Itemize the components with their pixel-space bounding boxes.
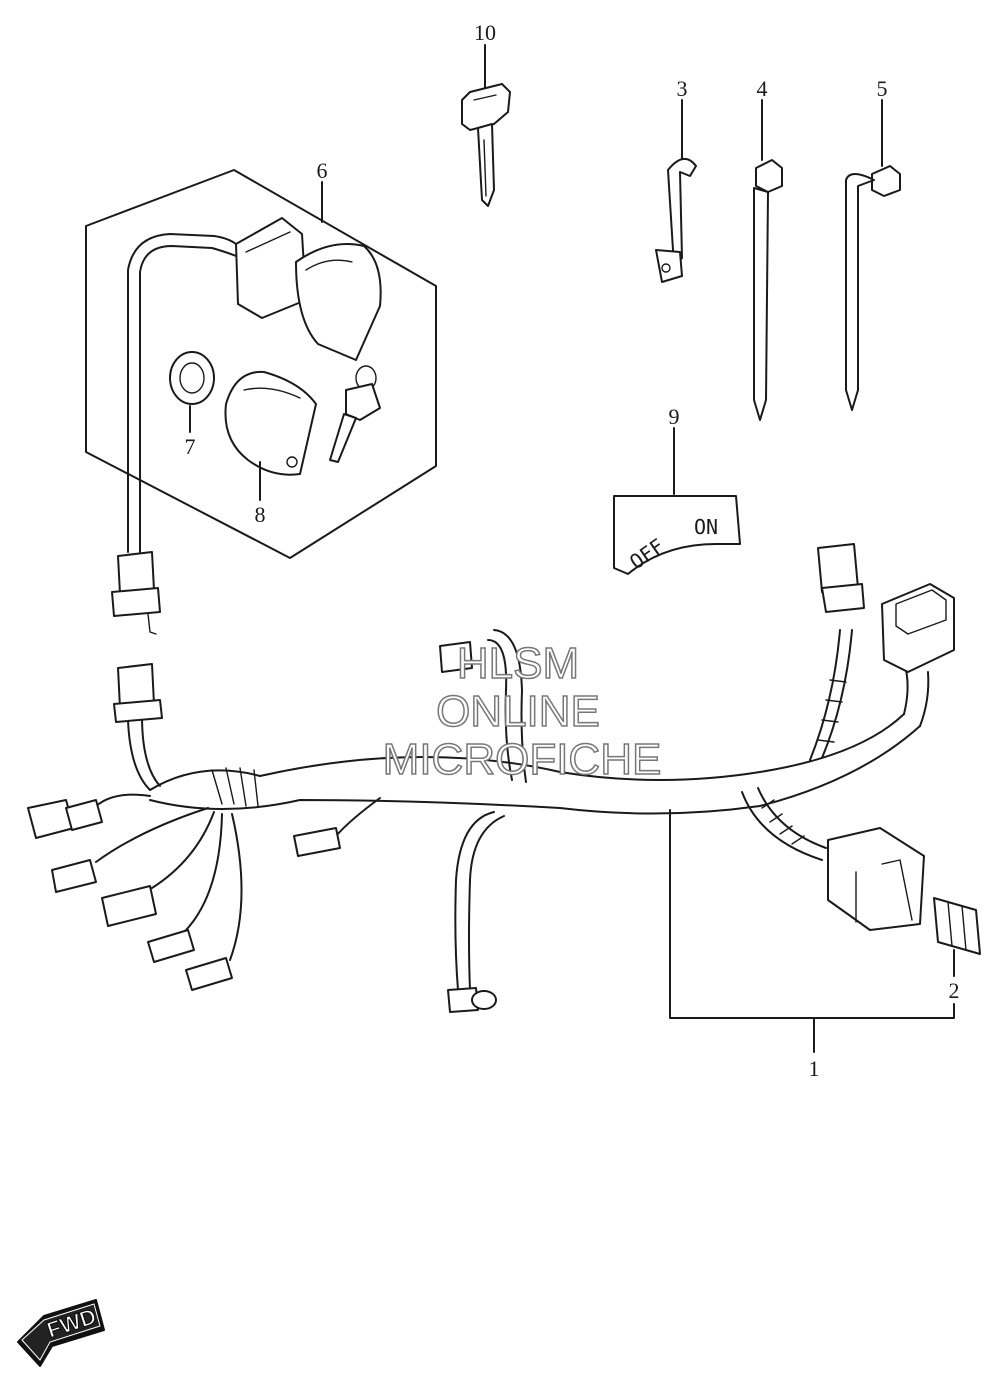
wire-harness-part-1 bbox=[27, 543, 955, 1053]
callout-1: 1 bbox=[809, 1056, 820, 1081]
cover-part-8 bbox=[224, 370, 317, 501]
callout-2: 2 bbox=[949, 978, 960, 1003]
callout-8: 8 bbox=[255, 502, 266, 527]
ignition-switch-connector bbox=[111, 481, 161, 635]
watermark-line-1: HLSM bbox=[457, 639, 579, 688]
clamp-part-3 bbox=[655, 99, 697, 283]
watermark-line-2: ONLINE bbox=[436, 687, 600, 736]
nut-part-7 bbox=[169, 351, 215, 433]
callout-4: 4 bbox=[757, 76, 768, 101]
plate-part-9 bbox=[613, 427, 741, 575]
callout-10: 10 bbox=[474, 20, 496, 45]
fuse-part-2 bbox=[933, 897, 981, 977]
ignition-switch-assembly-part-6 bbox=[85, 169, 437, 559]
key-part-10 bbox=[461, 44, 511, 207]
watermark-line-3: MICROFICHE bbox=[383, 735, 662, 784]
callout-5: 5 bbox=[877, 76, 888, 101]
tie-part-5 bbox=[845, 99, 901, 411]
tie-part-4 bbox=[753, 99, 783, 421]
fwd-arrow-icon bbox=[17, 1299, 105, 1367]
callout-7: 7 bbox=[185, 434, 196, 459]
callout-6: 6 bbox=[317, 158, 328, 183]
callout-9: 9 bbox=[669, 404, 680, 429]
plate-on-label: ON bbox=[694, 515, 718, 539]
callout-3: 3 bbox=[677, 76, 688, 101]
